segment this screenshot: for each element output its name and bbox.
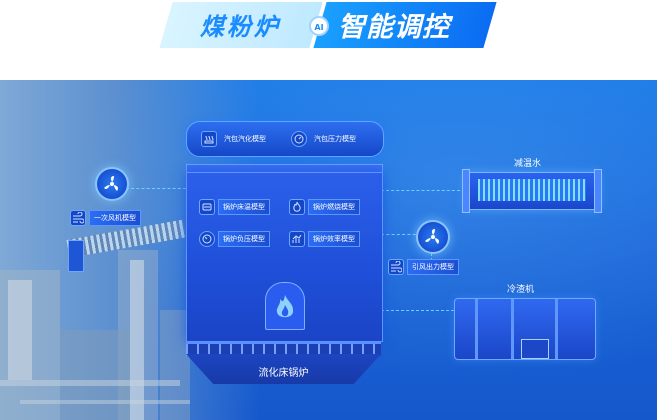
plant-building xyxy=(160,310,190,420)
model-chip-label: 锅炉负压模型 xyxy=(218,231,270,247)
slag-cooler-label: 冷渣机 xyxy=(507,285,535,295)
title-left: 煤粉炉 xyxy=(200,13,281,41)
wind-icon xyxy=(70,210,86,226)
model-chip-label: 汽包汽化模型 xyxy=(224,135,266,143)
model-chip-drum-vaporization[interactable]: 汽包汽化模型 xyxy=(201,129,270,149)
slag-cooler-unit xyxy=(454,298,596,360)
feeder-panel xyxy=(68,240,84,272)
wind-icon xyxy=(388,259,404,275)
model-chip-label: 锅炉床温模型 xyxy=(218,199,270,215)
boiler-bed xyxy=(186,342,381,356)
model-chip-label: 一次风机模型 xyxy=(89,210,141,226)
model-chip-combustion[interactable]: 锅炉燃烧模型 xyxy=(289,197,360,217)
motor-box xyxy=(521,339,549,359)
boiler-drum-icon xyxy=(201,131,217,147)
plant-pipe xyxy=(0,380,180,386)
model-chip-bed-temperature[interactable]: 锅炉床温模型 xyxy=(199,197,270,217)
pressure-gauge-icon xyxy=(291,131,307,147)
primary-fan-icon[interactable] xyxy=(95,167,129,201)
heater-flange xyxy=(594,169,602,213)
connector-line xyxy=(381,234,421,235)
heater-flange xyxy=(462,169,470,213)
model-chip-label: 汽包压力模型 xyxy=(314,135,356,143)
boiler-hopper xyxy=(186,354,381,384)
tank-band xyxy=(475,299,478,359)
thermometer-icon xyxy=(199,199,215,215)
connector-line xyxy=(381,190,465,191)
connector-line xyxy=(381,310,454,311)
ai-badge-icon: AI xyxy=(309,16,329,36)
model-chip-label: 引风出力模型 xyxy=(407,259,459,275)
heater-coil xyxy=(478,179,586,201)
model-chip-label: 锅炉效率模型 xyxy=(308,231,360,247)
model-chip-primary-fan[interactable]: 一次风机模型 xyxy=(70,208,141,228)
connector-line xyxy=(431,248,432,266)
bar-chart-icon xyxy=(289,231,305,247)
plant-pipe xyxy=(20,400,190,404)
model-chip-induced-fan[interactable]: 引风出力模型 xyxy=(388,257,459,277)
boiler-diagram: 汽包汽化模型 汽包压力模型 锅炉床温模型 锅炉燃烧模型 锅炉负 xyxy=(0,80,657,420)
plant-building xyxy=(60,330,130,420)
model-chip-efficiency[interactable]: 锅炉效率模型 xyxy=(289,229,360,249)
connector-line xyxy=(126,188,186,189)
fire-icon xyxy=(289,199,305,215)
model-chip-drum-pressure[interactable]: 汽包压力模型 xyxy=(291,129,360,149)
gauge-icon xyxy=(199,231,215,247)
furnace-flame-icon xyxy=(265,282,305,330)
tank-band xyxy=(555,299,558,359)
drum-models-panel: 汽包汽化模型 汽包压力模型 xyxy=(186,121,384,157)
desuperheater-unit xyxy=(462,169,602,213)
desuperheater-label: 减温水 xyxy=(514,159,542,169)
induced-fan-icon[interactable] xyxy=(416,220,450,254)
header-banner: 煤粉炉 AI 智能调控 xyxy=(0,0,657,80)
plant-tower xyxy=(8,280,32,380)
tank-band xyxy=(511,299,514,359)
boiler-label: 流化床锅炉 xyxy=(258,368,309,379)
model-chip-negative-pressure[interactable]: 锅炉负压模型 xyxy=(199,229,270,249)
title-right: 智能调控 xyxy=(338,12,450,43)
model-chip-label: 锅炉燃烧模型 xyxy=(308,199,360,215)
